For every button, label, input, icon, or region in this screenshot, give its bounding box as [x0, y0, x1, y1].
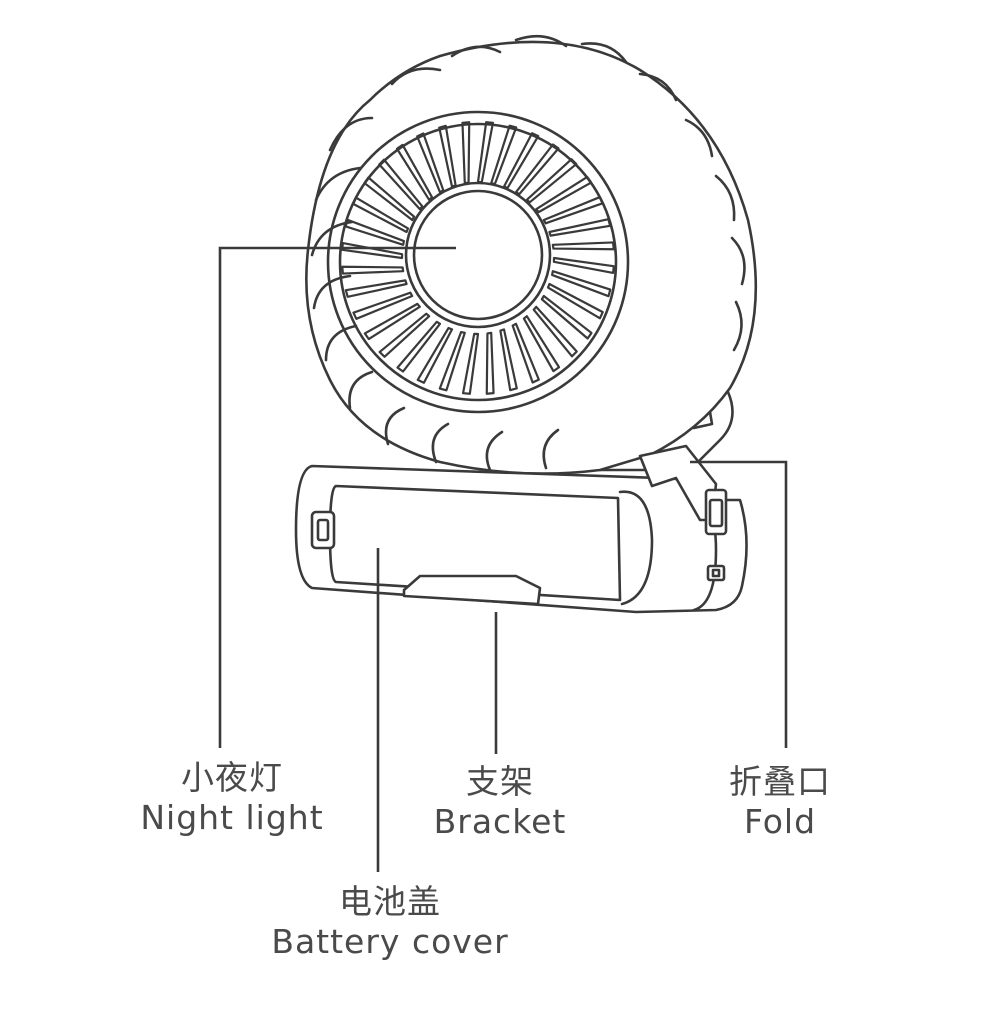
fan-spoke [546, 282, 604, 320]
fan-spoke [378, 312, 431, 358]
fan-spoke [352, 291, 414, 320]
fan-spoke [552, 256, 615, 275]
leader-fold [690, 460, 788, 748]
fan-spoke [540, 294, 593, 340]
fan-spoke [525, 158, 578, 204]
battery-end-ring [618, 490, 654, 606]
fold-slot-inner [708, 498, 724, 528]
fan-spoke [514, 143, 560, 196]
battery-cover-label-cn: 电池盖 [339, 882, 441, 921]
fan-spoke [542, 196, 604, 225]
fan-spoke [485, 331, 495, 395]
night-light-label-en: Night light [140, 797, 324, 837]
night-light-outer [404, 181, 552, 329]
callout-fold: 折叠口 Fold [680, 762, 880, 841]
callout-night-light: 小夜灯 Night light [112, 758, 352, 837]
bracket-label-en: Bracket [433, 801, 567, 841]
fan-illustration [294, 34, 758, 614]
leader-night-light [218, 246, 456, 748]
night-light-label-cn: 小夜灯 [181, 758, 283, 797]
fan-spoke [396, 320, 442, 373]
battery-cover-label-en: Battery cover [271, 921, 509, 961]
fan-spoke [416, 132, 445, 194]
fan-spoke [416, 326, 454, 384]
fan-spoke [499, 328, 518, 392]
fan-spoke [522, 315, 561, 373]
fan-spoke [341, 265, 405, 275]
fan-spoke [461, 332, 480, 395]
fan-spoke [532, 305, 578, 358]
fan-spoke [548, 218, 612, 237]
fan-spoke [363, 302, 421, 341]
fan-spoke [535, 175, 593, 214]
fan-spoke [438, 330, 466, 392]
fan-spoke [341, 241, 404, 260]
charge-port [706, 564, 726, 582]
fan-spokes [341, 121, 615, 395]
fold-label-cn: 折叠口 [729, 762, 831, 801]
fold-label-en: Fold [743, 801, 817, 841]
fan-guard-outer [326, 110, 630, 414]
charge-port-inner [711, 568, 721, 578]
fan-spoke [344, 279, 408, 298]
fan-spoke [550, 270, 612, 298]
fan-fins [310, 34, 746, 472]
fan-spoke [352, 196, 410, 234]
callout-bracket: 支架 Bracket [400, 762, 600, 841]
fan-guard-mid [338, 122, 618, 402]
night-light-inner [412, 189, 544, 321]
fan-spoke [378, 158, 424, 211]
callout-battery-cover: 电池盖 Battery cover [240, 882, 540, 961]
fan-spoke [551, 241, 615, 251]
fan-spoke [363, 176, 416, 222]
battery-side-switch-nub [316, 518, 330, 542]
callout-lines [218, 246, 788, 872]
fan-spoke [344, 218, 406, 246]
fan-spoke [511, 322, 540, 384]
bracket-label-cn: 支架 [466, 762, 534, 801]
bracket-clip [402, 574, 542, 606]
fan-spoke [395, 143, 434, 201]
